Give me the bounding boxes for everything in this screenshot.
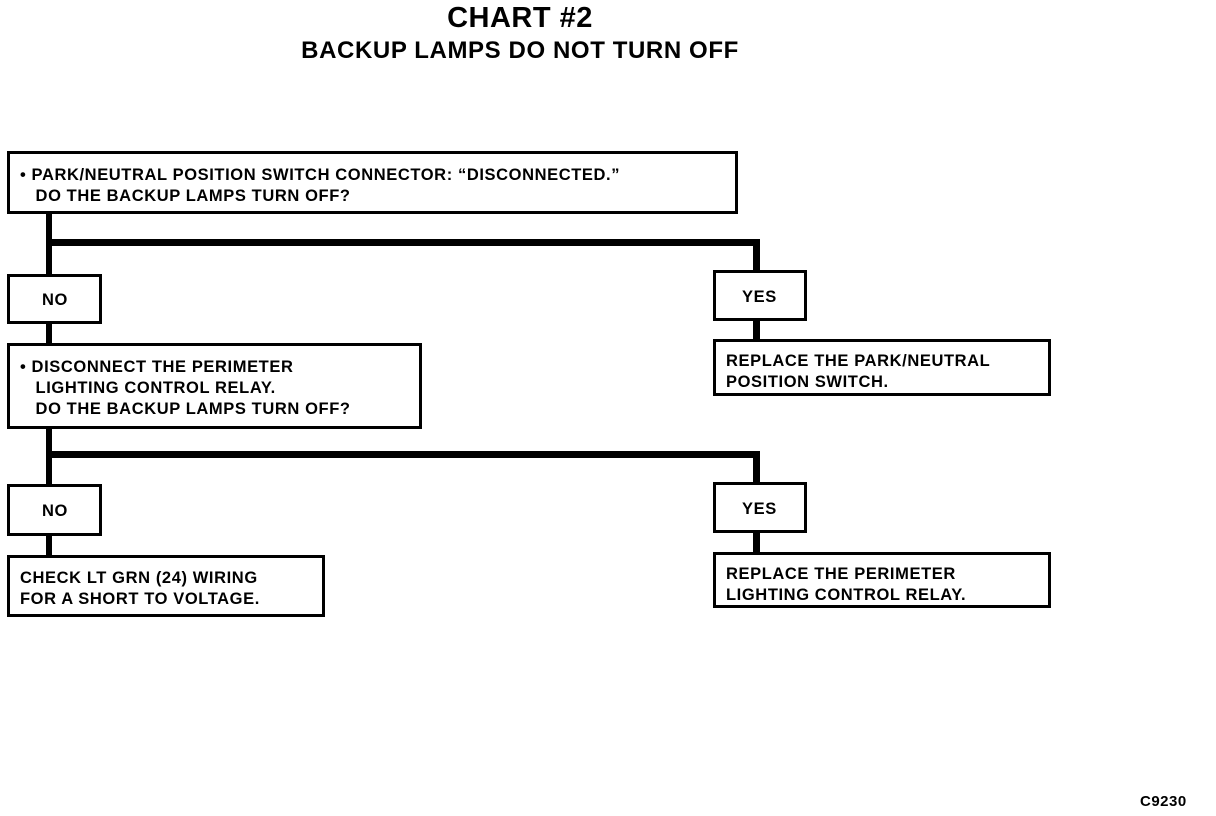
connector-branch2-to-yes [753,451,760,483]
connector-no2-to-result [46,534,52,558]
connector-branch2-horizontal [46,451,760,458]
connector-yes1-to-result [753,319,760,342]
connector-no1-to-step2 [46,321,52,346]
chart-title: CHART #2 [447,2,593,34]
connector-yes2-to-result [753,531,760,554]
step2-box: • DISCONNECT THE PERIMETER LIGHTING CONT… [7,343,422,429]
no1-box: NO [7,274,102,324]
step1-box: • PARK/NEUTRAL POSITION SWITCH CONNECTOR… [7,151,738,214]
yes1-box: YES [713,270,807,321]
result-no2-box: CHECK LT GRN (24) WIRING FOR A SHORT TO … [7,555,325,617]
result-yes1-box: REPLACE THE PARK/NEUTRAL POSITION SWITCH… [713,339,1051,396]
yes2-box: YES [713,482,807,533]
no2-box: NO [7,484,102,536]
connector-branch1-horizontal [46,239,760,246]
chart-subtitle: BACKUP LAMPS DO NOT TURN OFF [301,37,739,64]
figure-code: C9230 [1140,793,1187,810]
connector-branch1-to-yes [753,239,760,271]
result-yes2-box: REPLACE THE PERIMETER LIGHTING CONTROL R… [713,552,1051,608]
